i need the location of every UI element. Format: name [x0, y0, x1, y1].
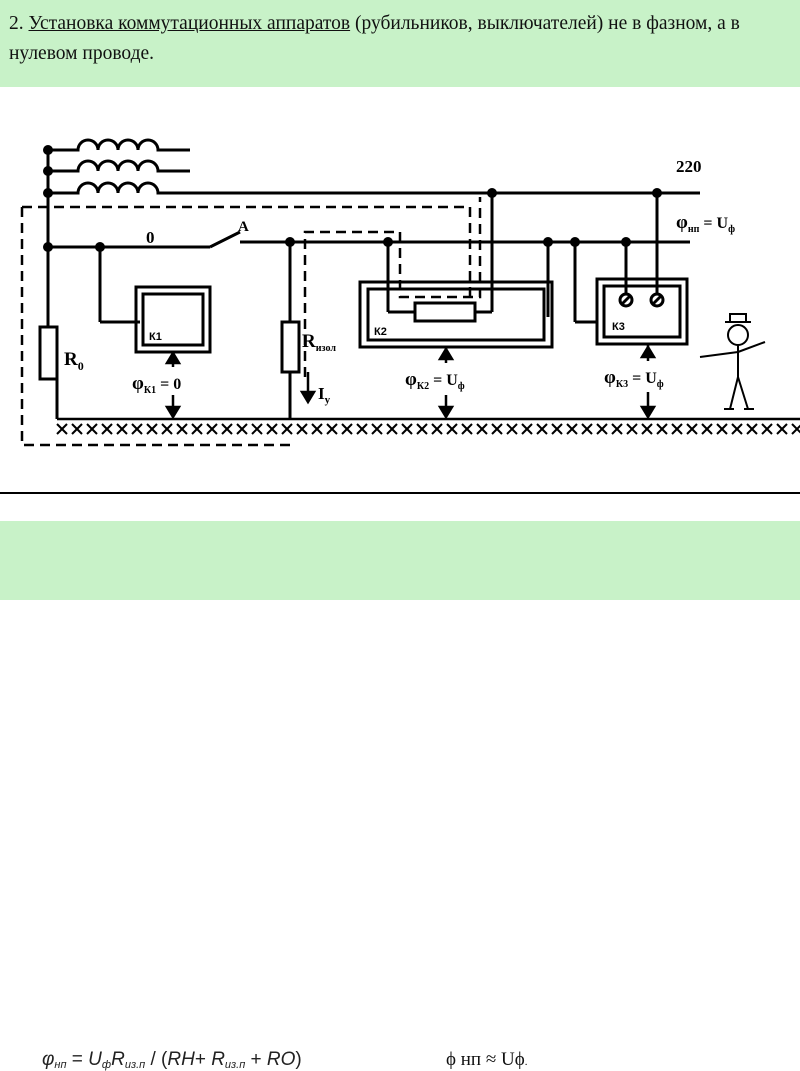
earth-ground-line: [56, 417, 800, 435]
label-phi-k3: φК3 = Uф: [604, 367, 664, 390]
label-phi-k2: φК2 = Uф: [405, 369, 465, 392]
rins-branch: [280, 242, 301, 419]
title-rest: (рубильников, выключателей) не в фазном,…: [9, 13, 740, 64]
label-k2: К2: [374, 326, 387, 338]
label-phi-np: φнп = Uф: [676, 212, 735, 235]
label-phi-k1: φК1 = 0: [132, 373, 181, 396]
label-r-insulation: Rизол: [302, 331, 336, 354]
label-k3: К3: [612, 321, 625, 333]
slide-title: 2. Установка коммутационных аппаратов (р…: [9, 9, 789, 69]
k3-enclosure: [573, 193, 689, 346]
circuit-diagram: 220 0 A R0 Rизол Iу К1 К2 К3 φнп = Uф φК…: [0, 138, 800, 494]
neutral-wire: [48, 230, 690, 249]
potential-arrows: [164, 344, 657, 420]
k2-enclosure: [358, 193, 554, 349]
label-k1: К1: [149, 331, 162, 343]
label-r0: R0: [64, 349, 84, 373]
junction-dots: [43, 145, 662, 252]
transformer-windings: [46, 138, 190, 237]
label-220: 220: [676, 157, 702, 176]
person-figure: [699, 313, 766, 410]
label-switch-a: A: [238, 219, 249, 235]
approx-formula: ϕ нп ≈ Uϕ.: [446, 1049, 528, 1070]
header-banner: 2. Установка коммутационных аппаратов (р…: [0, 0, 800, 87]
title-underlined: Установка коммутационных аппаратов: [28, 13, 351, 34]
label-zero: 0: [146, 228, 155, 247]
potential-formula: φнп = UфRиз.п / (RН+ Rиз.п + RO): [42, 1049, 302, 1071]
title-prefix: 2.: [9, 13, 29, 34]
fault-current-path: [20, 197, 482, 447]
earth-crosses: [56, 423, 800, 435]
footer-banner: φнп = UфRиз.п / (RН+ Rиз.п + RO) ϕ нп ≈ …: [0, 521, 800, 1071]
label-iy: Iу: [318, 384, 331, 406]
r0-branch: [38, 237, 59, 419]
